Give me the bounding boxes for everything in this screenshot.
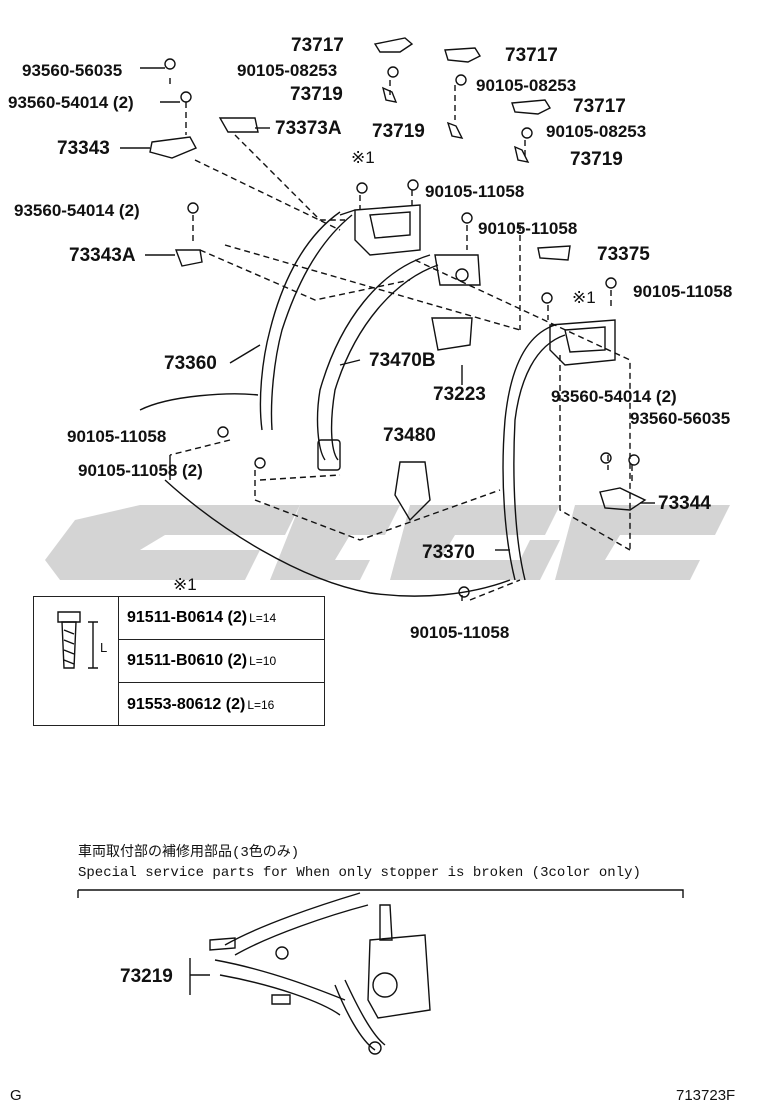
special-parts-illustration [209, 892, 431, 1055]
bolt-image-cell [34, 597, 119, 725]
label-73373a: 73373A [275, 118, 342, 139]
label-73375: 73375 [597, 244, 650, 265]
label-73223: 73223 [433, 384, 486, 405]
label-73719-b: 73719 [372, 121, 425, 142]
label-73719-c: 73719 [570, 149, 623, 170]
label-73343: 73343 [57, 138, 110, 159]
leader-lines [169, 78, 633, 605]
belt-73360 [139, 211, 511, 597]
label-90105-11058-c: 90105-11058 [633, 282, 733, 301]
table-row: 91511-B0610 (2) L=10 [119, 640, 324, 683]
label-93560-54014-a: 93560-54014 (2) [8, 93, 134, 112]
label-90105-08253-b: 90105-08253 [476, 76, 577, 95]
label-90105-08253-a: 90105-08253 [237, 61, 338, 80]
caption-english: Special service parts for When only stop… [78, 865, 641, 881]
brackets [149, 117, 647, 511]
label-73470b: 73470B [369, 350, 436, 371]
label-90105-11058-a: 90105-11058 [425, 182, 525, 201]
label-73480: 73480 [383, 425, 436, 446]
bolt-length-table: L 91511-B0614 (2) L=14 91511-B0610 (2) L… [33, 596, 325, 726]
clip-73480 [394, 461, 431, 522]
label-93560-56035-b: 93560-56035 [630, 409, 731, 428]
belt-73470b [316, 254, 439, 471]
retractor-left [339, 204, 421, 256]
part-number: 91553-80612 (2) [127, 695, 246, 713]
label-73370: 73370 [422, 542, 475, 563]
solid-leaders [120, 67, 655, 976]
label-93560-54014-b: 93560-54014 (2) [14, 201, 140, 220]
footer-code-left: G [10, 1087, 22, 1104]
label-90105-11058-e: 90105-11058 (2) [78, 461, 203, 480]
covers-73717 [373, 37, 552, 115]
table-row: 91511-B0614 (2) L=14 [119, 597, 324, 640]
clips-73719 [381, 86, 530, 163]
bolt-dimension-icon [57, 611, 98, 669]
label-note-1-c: ※1 [173, 575, 197, 594]
label-73344: 73344 [658, 493, 711, 514]
label-73360: 73360 [164, 353, 217, 374]
bolt-length: L=14 [249, 611, 277, 625]
label-73719-a: 73719 [290, 84, 343, 105]
bolt-length: L=16 [247, 697, 275, 712]
special-parts-bracket [77, 889, 684, 898]
label-73717-c: 73717 [573, 96, 626, 117]
label-93560-56035-a: 93560-56035 [22, 61, 123, 80]
label-90105-08253-c: 90105-08253 [546, 122, 647, 141]
part-number: 91511-B0614 (2) [127, 609, 248, 626]
label-73717-b: 73717 [505, 45, 558, 66]
watermark-logo [45, 505, 730, 580]
label-90105-11058-b: 90105-11058 [478, 219, 578, 238]
bolt-length: L=10 [249, 654, 277, 668]
bolts [164, 58, 640, 598]
caption-japanese: 車両取付部の補修用部品(3色のみ) [78, 845, 300, 861]
retractor-right [549, 319, 616, 366]
buckle-73223 [431, 254, 481, 351]
label-90105-11058-f: 90105-11058 [410, 623, 510, 642]
label-note-1-a: ※1 [351, 148, 375, 167]
label-73219: 73219 [120, 966, 173, 987]
table-row: 91553-80612 (2) L=16 [119, 683, 324, 726]
label-93560-54014-c: 93560-54014 (2) [551, 387, 677, 406]
label-73343a: 73343A [69, 245, 136, 266]
belt-73370 [502, 324, 566, 581]
dimension-label: L [100, 640, 108, 655]
label-note-1-b: ※1 [572, 288, 596, 307]
part-number: 91511-B0610 (2) [127, 652, 248, 669]
label-90105-11058-d: 90105-11058 [67, 427, 167, 446]
label-73717-a: 73717 [291, 35, 344, 56]
footer-code-right: 713723F [676, 1087, 736, 1104]
